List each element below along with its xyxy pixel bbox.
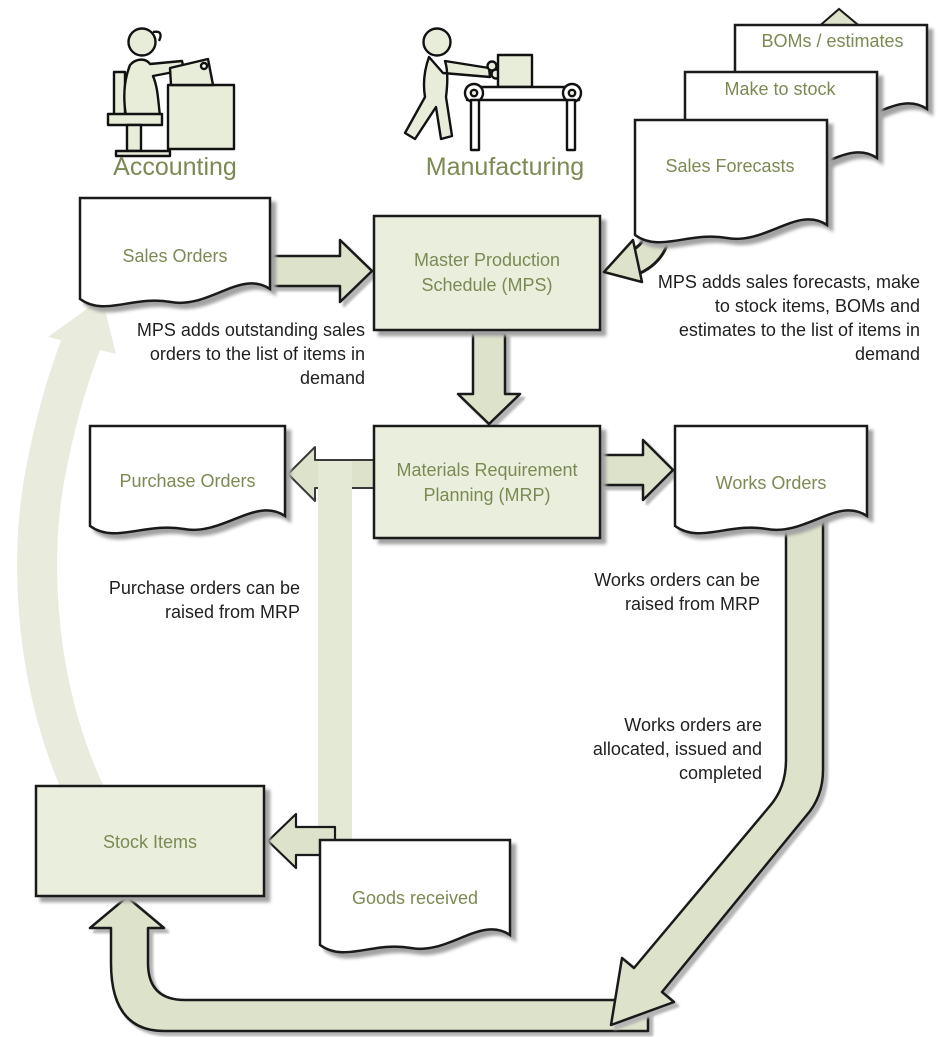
sales-forecasts-document-label: Sales Forecasts: [665, 156, 795, 176]
person-at-desk-icon: [106, 27, 236, 158]
sales-orders-document-label: Sales Orders: [122, 246, 228, 266]
arrow-sales-orders-to-mps: [270, 238, 374, 304]
arrow-mps-to-mrp: [456, 331, 522, 426]
boms-document-label: BOMs / estimates: [761, 31, 904, 51]
band-mrp-to-goods-received: [318, 461, 352, 844]
works-orders-document-label: Works Orders: [715, 473, 827, 493]
purchase-orders-document-shape: [88, 424, 287, 535]
stock-items-box-label: Stock Items: [102, 832, 198, 852]
make-to-stock-document-label: Make to stock: [724, 79, 836, 99]
purchase-orders-document-label: Purchase Orders: [119, 471, 256, 491]
mps-box-label: Master Production Schedule (MPS): [413, 250, 561, 296]
arrow-stock-items-to-sales-orders: [17, 298, 116, 809]
caption-works-orders-lifecycle: Works orders are allocated, issued and c…: [592, 715, 762, 784]
caption-works-orders-raised: Works orders can be raised from MRP: [594, 570, 760, 615]
manufacturing-heading: Manufacturing: [425, 153, 585, 181]
goods-received-document-label: Goods received: [351, 888, 479, 908]
sales-forecasts-document-shape: [633, 118, 829, 244]
stock-items-box: [34, 784, 266, 898]
caption-purchase-orders: Purchase orders can be raised from MRP: [108, 578, 300, 623]
band-works-orders-loop: [609, 503, 825, 1027]
band-loop-to-stock-items: [88, 895, 650, 1033]
mps-box: [372, 214, 602, 332]
mrp-box-label: Materials Requirement Planning (MRP): [396, 460, 578, 506]
mrp-box: [372, 424, 602, 540]
goods-received-document-shape: [318, 838, 512, 954]
works-orders-document-shape: [673, 424, 869, 535]
person-at-conveyor-icon: [403, 27, 583, 152]
caption-mps-forecasts: MPS adds sales forecasts, make to stock …: [657, 272, 920, 365]
sales-orders-document-shape: [78, 196, 272, 308]
caption-mps-sales-orders: MPS adds outstanding sales orders to the…: [136, 320, 365, 389]
arrow-mrp-to-works-orders: [600, 438, 675, 502]
accounting-heading: Accounting: [113, 153, 237, 181]
